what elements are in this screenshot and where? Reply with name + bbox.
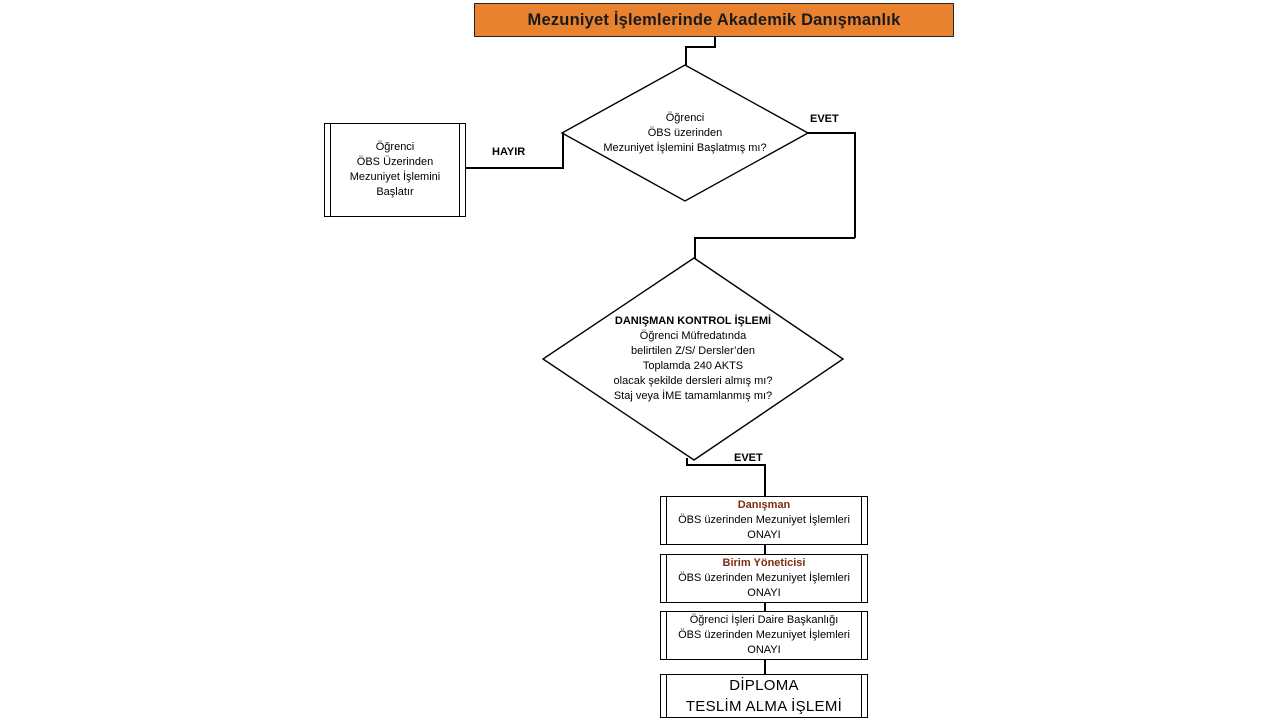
advisor-approval-line-2: ÖBS üzerinden Mezuniyet İşlemleri bbox=[678, 514, 850, 526]
diploma-line-1: DİPLOMA bbox=[729, 677, 799, 694]
connector-advisor-to-unit bbox=[764, 545, 766, 555]
student-start-box: Öğrenci ÖBS Üzerinden Mezuniyet İşlemini… bbox=[324, 123, 466, 217]
advisor-approval-box: Danışman ÖBS üzerinden Mezuniyet İşlemle… bbox=[660, 496, 868, 545]
diagram-title-banner: Mezuniyet İşlemlerinde Akademik Danışman… bbox=[474, 3, 954, 37]
connector-evet1-back-left bbox=[694, 237, 855, 239]
student-affairs-line-3: ONAYI bbox=[747, 644, 781, 656]
decision-student-started: Öğrenci ÖBS üzerinden Mezuniyet İşlemini… bbox=[560, 64, 810, 202]
connector-title-left bbox=[685, 46, 716, 48]
edge-label-evet-2: EVET bbox=[734, 452, 763, 464]
diploma-box: DİPLOMA TESLİM ALMA İŞLEMİ bbox=[660, 674, 868, 718]
advisor-approval-line-3: ONAYI bbox=[747, 529, 781, 541]
diploma-line-2: TESLİM ALMA İŞLEMİ bbox=[685, 698, 843, 715]
student-affairs-line-2: ÖBS üzerinden Mezuniyet İşlemleri bbox=[678, 629, 850, 641]
unit-manager-line-2: ÖBS üzerinden Mezuniyet İşlemleri bbox=[678, 572, 850, 584]
connector-evet2-stub bbox=[686, 458, 688, 466]
advisor-approval-line-1: Danışman bbox=[737, 499, 791, 511]
connector-affairs-to-diploma bbox=[764, 660, 766, 674]
edge-label-hayir: HAYIR bbox=[492, 146, 526, 158]
student-start-line-2: ÖBS Üzerinden bbox=[356, 156, 434, 168]
decision-diamond-shape bbox=[560, 64, 810, 202]
edge-label-evet-1: EVET bbox=[810, 113, 839, 125]
connector-evet1-right bbox=[806, 132, 855, 134]
connector-evet1-down bbox=[854, 132, 856, 238]
student-affairs-approval-box: Öğrenci İşleri Daire Başkanlığı ÖBS üzer… bbox=[660, 611, 868, 660]
connector-title-to-decision1 bbox=[685, 46, 687, 66]
connector-unit-to-affairs bbox=[764, 603, 766, 612]
connector-hayir-down bbox=[562, 133, 564, 168]
unit-manager-line-1: Birim Yöneticisi bbox=[722, 557, 806, 569]
connector-evet2-right bbox=[686, 464, 766, 466]
page-title: Mezuniyet İşlemlerinde Akademik Danışman… bbox=[527, 10, 901, 29]
student-start-line-1: Öğrenci bbox=[375, 141, 415, 153]
connector-evet2-down bbox=[764, 464, 766, 496]
unit-manager-line-3: ONAYI bbox=[747, 587, 781, 599]
decision-diamond-shape-2 bbox=[541, 257, 845, 461]
connector-evet1-to-decision2 bbox=[694, 237, 696, 259]
student-start-line-4: Başlatır bbox=[376, 186, 414, 198]
student-start-line-3: Mezuniyet İşlemini bbox=[349, 171, 441, 183]
student-affairs-line-1: Öğrenci İşleri Daire Başkanlığı bbox=[689, 614, 839, 626]
decision-advisor-check: DANIŞMAN KONTROL İŞLEMİ Öğrenci Müfredat… bbox=[541, 257, 845, 461]
connector-title-down bbox=[714, 37, 716, 47]
unit-manager-approval-box: Birim Yöneticisi ÖBS üzerinden Mezuniyet… bbox=[660, 554, 868, 603]
connector-hayir-left bbox=[466, 167, 564, 169]
